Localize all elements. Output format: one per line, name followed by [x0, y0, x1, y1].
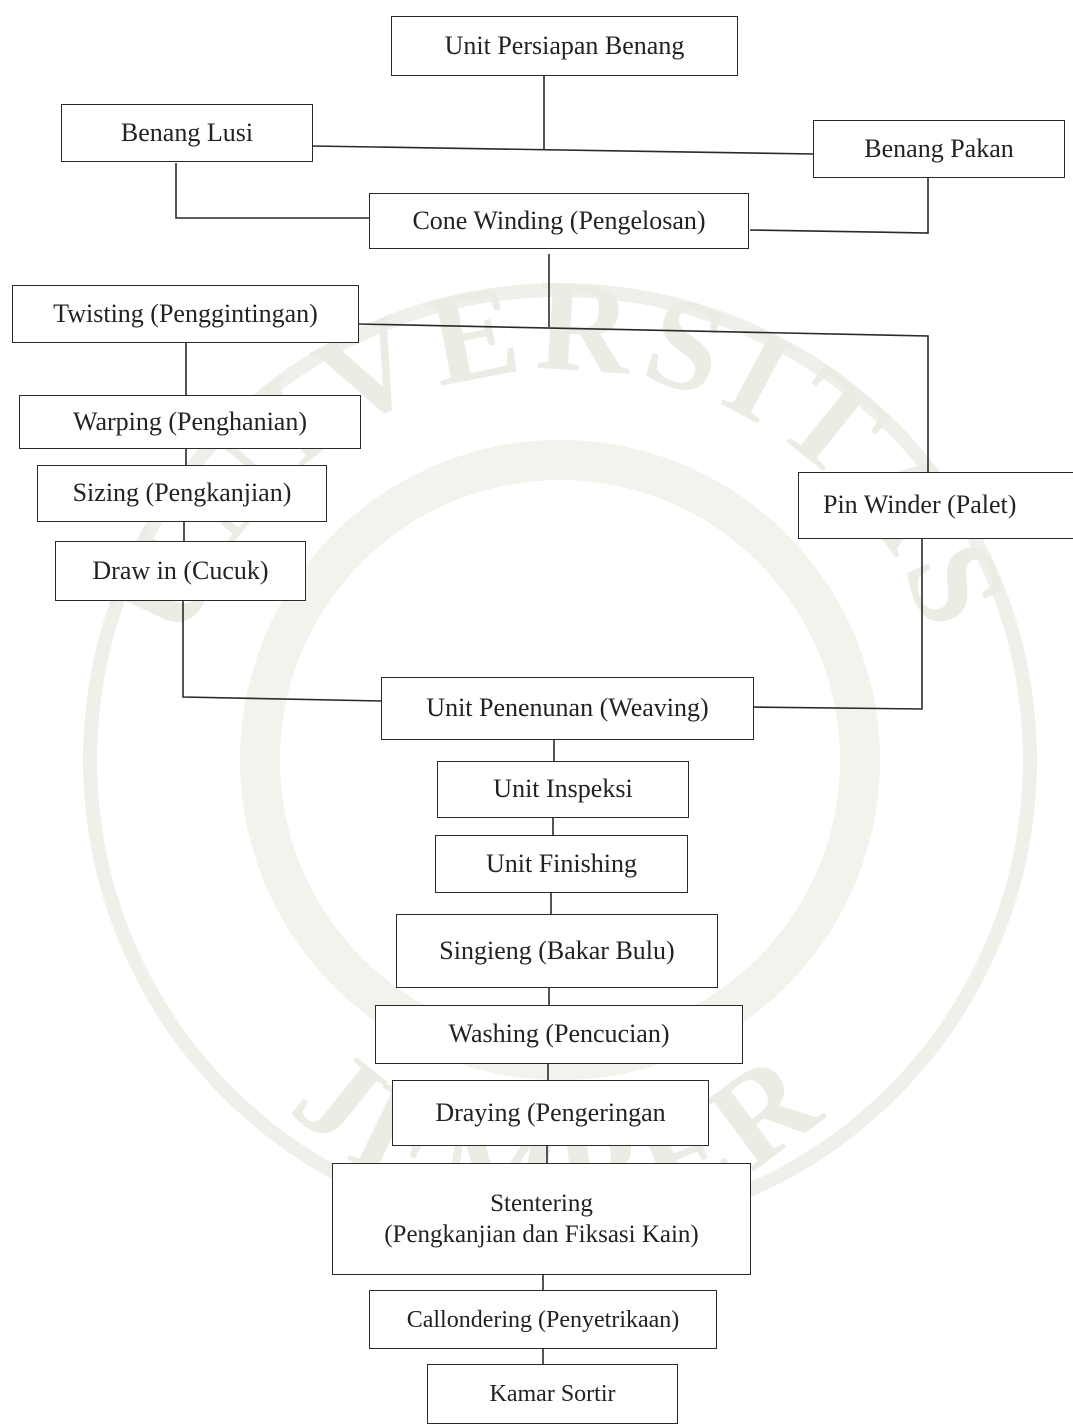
draw-in-box: Draw in (Cucuk): [55, 541, 306, 601]
warping-box: Warping (Penghanian): [19, 395, 361, 449]
twisting-box: Twisting (Penggintingan): [12, 285, 359, 343]
stentering-box: Stentering (Pengkanjian dan Fiksasi Kain…: [332, 1163, 751, 1275]
benang-lusi-box: Benang Lusi: [61, 104, 313, 162]
sizing-box: Sizing (Pengkanjian): [37, 465, 327, 522]
pin-winder-box: Pin Winder (Palet): [798, 472, 1073, 539]
unit-penenunan-box: Unit Penenunan (Weaving): [381, 677, 754, 740]
benang-pakan-box: Benang Pakan: [813, 120, 1065, 178]
washing-box: Washing (Pencucian): [375, 1005, 743, 1064]
draying-box: Draying (Pengeringan: [392, 1080, 709, 1146]
callondering-box: Callondering (Penyetrikaan): [369, 1290, 717, 1349]
kamar-sortir-box: Kamar Sortir: [427, 1364, 678, 1424]
cone-winding-box: Cone Winding (Pengelosan): [369, 193, 749, 249]
unit-finishing-box: Unit Finishing: [435, 835, 688, 893]
stentering-title: Stentering: [490, 1189, 593, 1217]
singieng-box: Singieng (Bakar Bulu): [396, 914, 718, 988]
unit-inspeksi-box: Unit Inspeksi: [437, 761, 689, 818]
stentering-subtitle: (Pengkanjian dan Fiksasi Kain): [384, 1221, 699, 1248]
unit-persiapan-benang-box: Unit Persiapan Benang: [391, 16, 738, 76]
